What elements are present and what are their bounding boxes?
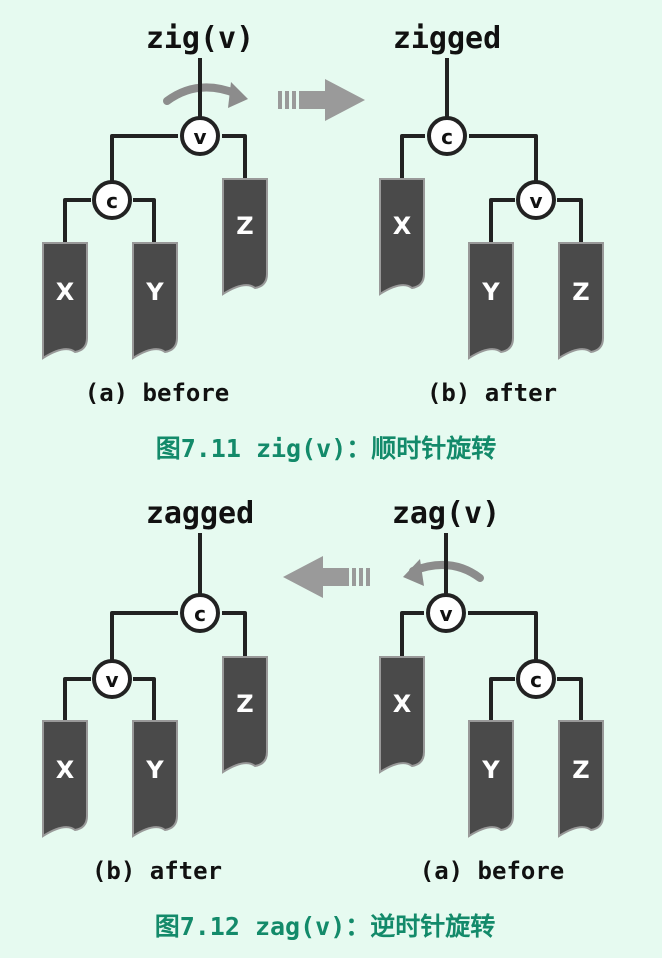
- rotation-arrow-clockwise: [163, 82, 248, 108]
- leaf-x: X: [379, 656, 425, 773]
- subcaption-after: (b) after: [427, 379, 557, 407]
- node-child-label: v: [529, 189, 542, 213]
- leaf-label-y: Y: [481, 278, 500, 306]
- node-root-label: v: [439, 602, 452, 626]
- zagged-title: zagged: [146, 496, 254, 531]
- figure-caption-7-11: 图7.11 zig(v)：顺时针旋转: [156, 434, 497, 463]
- leaf-y: Y: [468, 720, 514, 837]
- node-child-label: c: [530, 668, 542, 692]
- leaf-label-z: Z: [236, 690, 253, 718]
- node-root-label: c: [194, 602, 206, 626]
- leaf-label-x: X: [393, 690, 412, 718]
- leaf-label-y: Y: [145, 278, 164, 306]
- node-child-label: v: [105, 668, 118, 692]
- node-root-label: c: [441, 125, 453, 149]
- subcaption-after: (b) after: [92, 857, 222, 885]
- leaf-z: Z: [222, 656, 268, 773]
- node-v-circle: v: [426, 593, 466, 633]
- subcaption-before: (a) before: [420, 857, 565, 885]
- leaf-label-z: Z: [572, 756, 589, 784]
- figure-7-12: zagged c v X: [42, 496, 604, 941]
- zag-title: zag(v): [392, 496, 500, 531]
- node-v-circle: v: [516, 180, 556, 220]
- node-v-circle: v: [92, 659, 132, 699]
- leaf-x: X: [42, 720, 88, 837]
- zigged-title: zigged: [393, 21, 501, 56]
- node-root-label: v: [193, 125, 206, 149]
- subcaption-before: (a) before: [85, 379, 230, 407]
- transition-arrow-left: [283, 556, 370, 598]
- zig-before-tree: zig(v) v c: [42, 21, 268, 407]
- leaf-label-y: Y: [481, 756, 500, 784]
- leaf-y: Y: [132, 720, 178, 837]
- leaf-label-y: Y: [145, 756, 164, 784]
- leaf-z: Z: [222, 178, 268, 295]
- leaf-z: Z: [558, 242, 604, 359]
- zig-after-tree: zigged c v X: [379, 21, 604, 407]
- leaf-y: Y: [468, 242, 514, 359]
- node-child-label: c: [106, 189, 118, 213]
- leaf-z: Z: [558, 720, 604, 837]
- node-c-circle: c: [180, 593, 220, 633]
- node-v-circle: v: [180, 116, 220, 156]
- leaf-label-x: X: [393, 212, 412, 240]
- zag-after-tree: zagged c v X: [42, 496, 268, 885]
- leaf-label-z: Z: [236, 212, 253, 240]
- leaf-x: X: [379, 178, 425, 295]
- leaf-y: Y: [132, 242, 178, 359]
- leaf-label-z: Z: [572, 278, 589, 306]
- leaf-x: X: [42, 242, 88, 359]
- rotation-arrow-counterclockwise: [403, 559, 484, 586]
- figure-caption-7-12: 图7.12 zag(v)：逆时针旋转: [155, 912, 496, 941]
- leaf-label-x: X: [56, 756, 75, 784]
- node-c-circle: c: [516, 659, 556, 699]
- figure-7-11: zig(v) v c: [42, 21, 604, 463]
- leaf-label-x: X: [56, 278, 75, 306]
- zag-before-tree: zag(v) v c: [379, 496, 604, 885]
- zig-title: zig(v): [146, 21, 254, 56]
- node-c-circle: c: [427, 116, 467, 156]
- node-c-circle: c: [92, 180, 132, 220]
- transition-arrow-right: [278, 79, 365, 121]
